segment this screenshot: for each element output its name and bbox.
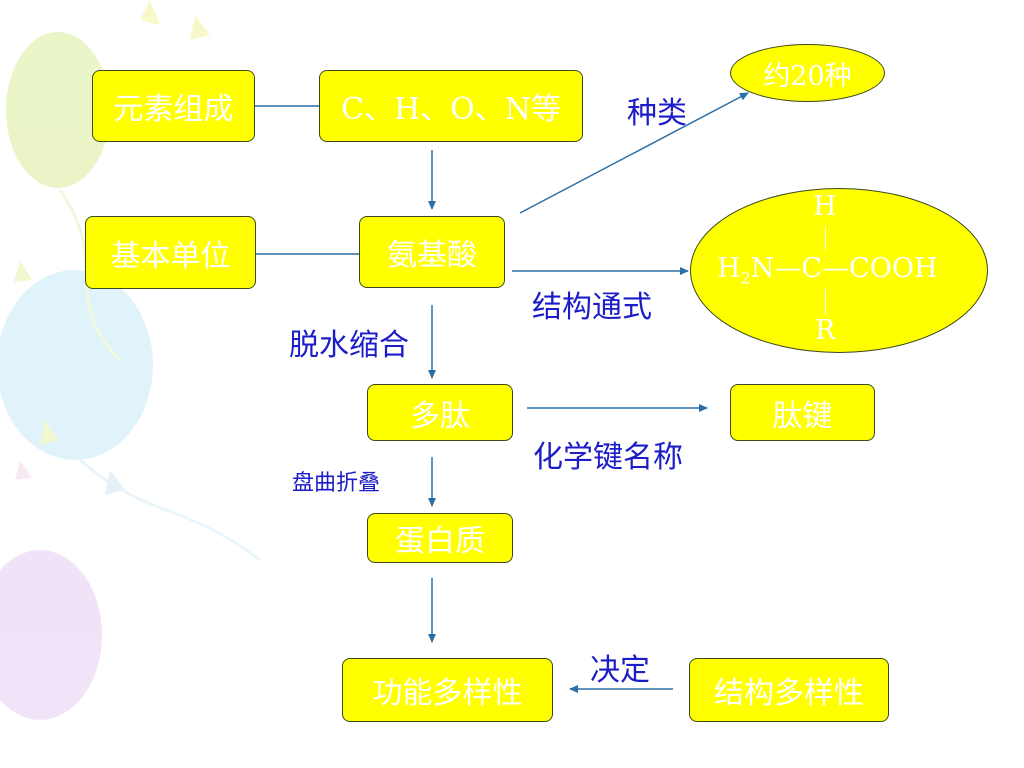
purple-balloon [0, 550, 102, 720]
function-diversity-box: 功能多样性 [342, 658, 553, 722]
balloon-string [79, 458, 261, 562]
amino-to-kinds-arrow [519, 92, 749, 214]
element-composition-box: 元素组成 [92, 70, 255, 142]
confetti [140, 0, 160, 25]
confetti [14, 260, 32, 282]
basic-unit-box: 基本单位 [85, 216, 256, 289]
formula-bottom-bond [825, 289, 826, 315]
kinds-label: 种类 [627, 96, 687, 131]
chon-box: C、H、O、N等 [319, 70, 583, 142]
formula-bond-left: — [774, 253, 802, 284]
formula-subscript-2: 2 [740, 268, 751, 288]
structure-diversity-box: 结构多样性 [689, 658, 889, 722]
formula-h: H [717, 253, 741, 284]
confetti [105, 470, 125, 495]
confetti [190, 15, 210, 40]
confetti [15, 460, 32, 480]
formula-top-bond [825, 227, 826, 251]
about-20-oval: 约20种 [730, 44, 885, 102]
dehydration-label: 脱水缩合 [289, 328, 409, 363]
about-20-text: 约20种 [763, 60, 852, 92]
formula-n: N [750, 253, 775, 284]
determines-label: 决定 [590, 653, 650, 688]
formula-cooh: COOH [849, 253, 938, 284]
general-formula-oval: H H2N—C—COOH R [690, 188, 988, 353]
amino-acid-box: 氨基酸 [359, 216, 505, 288]
protein-box: 蛋白质 [367, 513, 513, 563]
green-balloon [6, 32, 110, 188]
formula-main-row: H2N—C—COOH [717, 253, 938, 287]
bond-name-label: 化学键名称 [533, 440, 683, 475]
formula-bond-right: — [822, 253, 850, 284]
general-formula-label: 结构通式 [532, 290, 652, 325]
peptide-bond-box: 肽键 [730, 384, 875, 441]
folding-label: 盘曲折叠 [292, 471, 381, 496]
formula-bottom-r: R [815, 315, 836, 346]
formula-c: C [801, 253, 823, 284]
polypeptide-box: 多肽 [367, 384, 513, 441]
formula-top-h: H [813, 191, 837, 222]
cyan-balloon [0, 270, 153, 460]
confetti [40, 420, 58, 445]
